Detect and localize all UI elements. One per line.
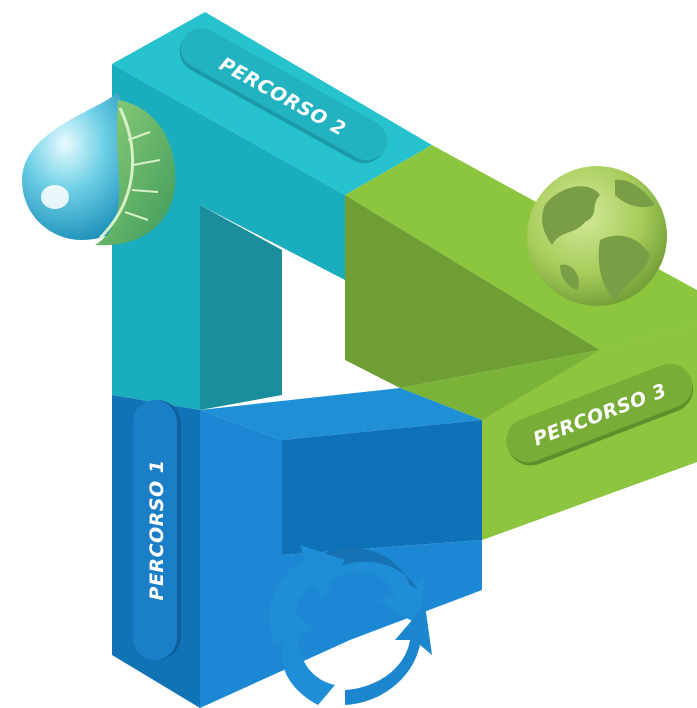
percorso-1-label: PERCORSO 1 bbox=[146, 460, 168, 601]
recycle-arrows-icon bbox=[269, 545, 432, 705]
water-leaf-icon bbox=[22, 92, 176, 246]
percorso-3-beam-left bbox=[345, 195, 600, 388]
globe-icon bbox=[527, 166, 667, 306]
percorso-1-beam-top bbox=[112, 388, 482, 440]
percorso-2-beam-inner bbox=[200, 205, 282, 410]
percorso-1-pill[interactable]: PERCORSO 1 bbox=[133, 400, 181, 660]
percorso-1-beam-inner bbox=[282, 420, 482, 555]
